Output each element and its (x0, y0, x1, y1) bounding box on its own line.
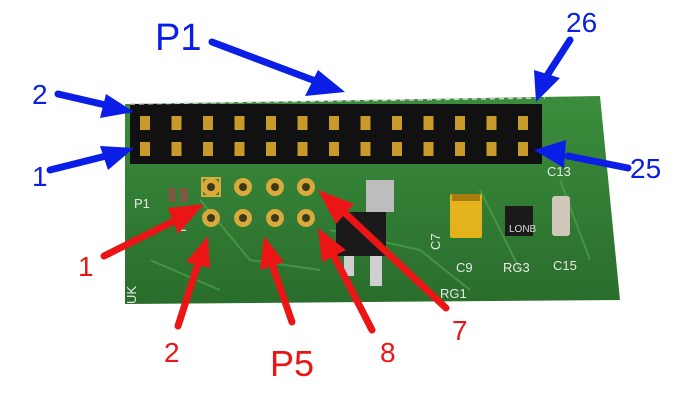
header-pin (234, 116, 245, 130)
label-p1-pin25: 25 (630, 153, 661, 184)
header-pin (423, 116, 434, 130)
arrow-p1-pin25 (564, 152, 632, 172)
arrow-p5-pin1 (100, 216, 180, 260)
label-p5-pin8: 8 (380, 337, 396, 368)
arrow-p1-pin26 (544, 36, 574, 78)
p5-pad-hole (302, 183, 310, 191)
arrow-p5-title (268, 260, 296, 326)
p5-pad-hole (207, 214, 215, 222)
header-pin (266, 116, 276, 130)
arrow-p5-pin8 (330, 252, 376, 334)
capacitor-c9 (450, 194, 482, 238)
header-pin (234, 142, 245, 156)
p1-annotations: P1 2 1 26 25 (32, 7, 661, 192)
label-p5-title: P5 (270, 343, 314, 384)
silk-lonb: LONB (509, 224, 537, 235)
header-pin (203, 142, 213, 156)
header-pin (518, 116, 528, 130)
arrow-p1-title (208, 38, 322, 86)
label-p5-pin7: 7 (452, 315, 468, 346)
p5-pad-hole (239, 214, 247, 222)
silk-c15: C15 (553, 258, 577, 273)
arrow-p5-pin2 (174, 260, 202, 330)
p5-pin1-square-pad (201, 177, 221, 197)
chip-rg3 (505, 206, 533, 236)
header-pin (392, 142, 402, 156)
header-pin (486, 142, 497, 156)
p5-pad-hole (239, 183, 247, 191)
capacitor-c15 (552, 196, 570, 236)
header-pin (171, 142, 182, 156)
header-pin (392, 116, 402, 130)
p5-pad-hole (271, 183, 279, 191)
silk-uk: UK (124, 286, 139, 304)
header-pin (140, 142, 150, 156)
p1-header-pins (140, 116, 528, 156)
header-pin (455, 142, 465, 156)
pcb-board: P1 R2 C7 C9 RG3 C15 C13 RG1 LONB UK (124, 96, 620, 304)
silk-rg3: RG3 (503, 260, 530, 275)
header-pin (140, 116, 150, 130)
header-pin (455, 116, 465, 130)
header-pin (360, 116, 371, 130)
silk-c13: C13 (547, 164, 571, 179)
header-pin (297, 116, 308, 130)
header-pin (297, 142, 308, 156)
p5-pad-hole (207, 183, 215, 191)
silk-c9: C9 (456, 260, 473, 275)
regulator-tab (366, 180, 394, 212)
p5-pads (201, 177, 315, 227)
header-pin (518, 142, 528, 156)
silk-c7: C7 (428, 233, 443, 250)
label-p5-pin2: 2 (164, 337, 180, 368)
header-pin (171, 116, 182, 130)
p5-pad-hole (302, 214, 310, 222)
silk-rg1: RG1 (440, 286, 467, 301)
header-pin (266, 142, 276, 156)
p5-annotations: 1 2 P5 7 8 (78, 190, 468, 384)
header-pin (329, 116, 339, 130)
arrow-p1-pin2 (54, 90, 114, 110)
label-p1-pin26: 26 (566, 7, 597, 38)
arrow-p1-pin1 (46, 152, 110, 174)
p5-pad-hole (271, 214, 279, 222)
label-p1-pin2: 2 (32, 79, 48, 110)
header-pin (360, 142, 371, 156)
label-p5-pin1: 1 (78, 251, 94, 282)
header-pin (423, 142, 434, 156)
header-pin (329, 142, 339, 156)
label-p1-pin1: 1 (32, 161, 48, 192)
regulator-chip (336, 212, 386, 256)
header-pin (486, 116, 497, 130)
arrow-p5-pin7 (342, 210, 450, 312)
label-p1-title: P1 (155, 17, 201, 59)
header-pin (203, 116, 213, 130)
silk-p1: P1 (134, 196, 150, 211)
